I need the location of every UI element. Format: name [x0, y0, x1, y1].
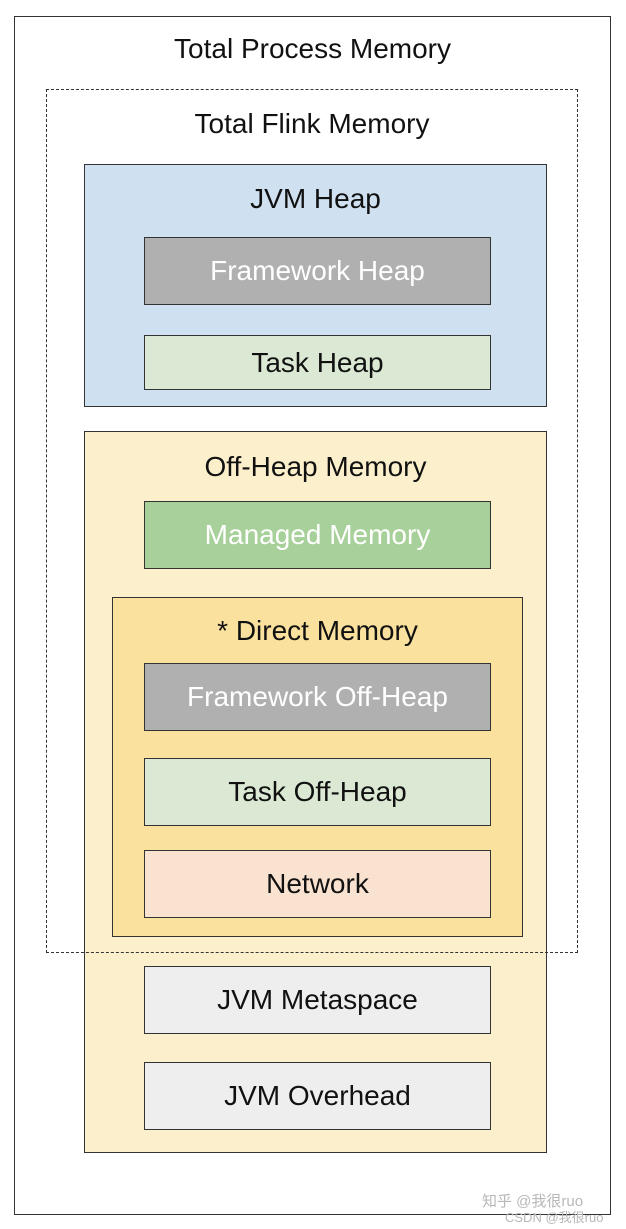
framework-off-heap-box: Framework Off-Heap [144, 663, 491, 731]
framework-heap-box: Framework Heap [144, 237, 491, 305]
direct-memory-label: * Direct Memory [217, 615, 418, 646]
task-heap-box: Task Heap [144, 335, 491, 390]
total-flink-memory-label: Total Flink Memory [194, 108, 430, 139]
jvm-metaspace-box: JVM Metaspace [144, 966, 491, 1034]
watermark-zhihu: 知乎 @我很ruo [482, 1193, 584, 1210]
jvm-heap-label: JVM Heap [250, 183, 381, 214]
managed-memory-box: Managed Memory [144, 501, 491, 569]
jvm-overhead-box: JVM Overhead [144, 1062, 491, 1130]
task-off-heap-box: Task Off-Heap [144, 758, 491, 826]
off-heap-memory-label: Off-Heap Memory [204, 451, 427, 482]
total-process-memory-label: Total Process Memory [174, 33, 451, 64]
total-flink-memory-box: Total Flink Memory [46, 89, 578, 953]
network-box: Network [144, 850, 491, 918]
watermark-csdn: CSDN @我很ruo [505, 1210, 604, 1225]
